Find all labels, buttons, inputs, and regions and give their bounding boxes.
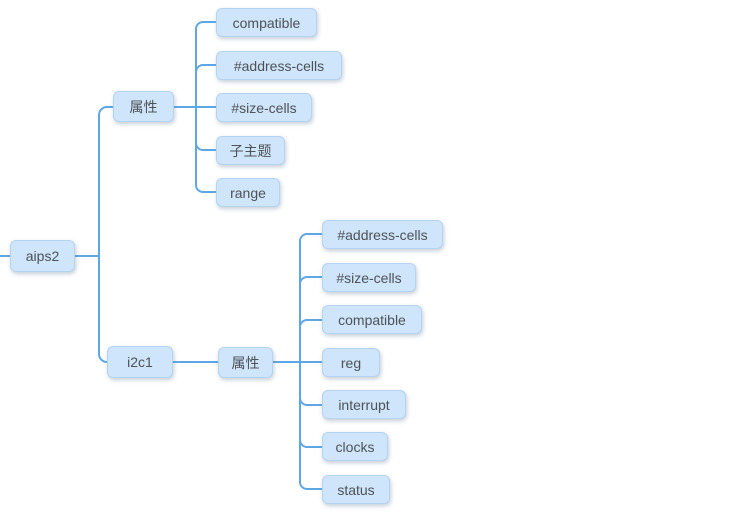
node-status[interactable]: status xyxy=(322,475,390,504)
connector-branch-clocks xyxy=(299,439,324,448)
node-attributes-top[interactable]: 属性 xyxy=(113,91,174,122)
connector-branch-size-cells-right xyxy=(299,276,324,285)
node-compatible-right[interactable]: compatible xyxy=(322,305,422,334)
node-aips2[interactable]: aips2 xyxy=(10,240,75,272)
connector-right-trunk xyxy=(299,233,324,490)
node-i2c1[interactable]: i2c1 xyxy=(107,346,173,378)
node-compatible-top[interactable]: compatible xyxy=(216,8,317,37)
node-range[interactable]: range xyxy=(216,178,280,207)
node-interrupt[interactable]: interrupt xyxy=(322,390,406,419)
connector-top-trunk xyxy=(195,21,218,193)
node-reg[interactable]: reg xyxy=(322,348,380,377)
connector-branch-address-cells-top xyxy=(195,64,218,73)
connector-branch-interrupt xyxy=(299,397,324,406)
node-size-cells-right[interactable]: #size-cells xyxy=(322,263,416,292)
node-address-cells-right[interactable]: #address-cells xyxy=(322,220,443,249)
node-size-cells-top[interactable]: #size-cells xyxy=(216,93,312,122)
node-address-cells-top[interactable]: #address-cells xyxy=(216,51,342,80)
node-attributes-bottom[interactable]: 属性 xyxy=(218,347,273,378)
node-subtopic[interactable]: 子主题 xyxy=(216,136,285,165)
connector-left-trunk xyxy=(98,106,115,363)
connector-branch-compatible-right xyxy=(299,319,324,328)
node-clocks[interactable]: clocks xyxy=(322,432,388,461)
connector-branch-subtopic xyxy=(195,142,218,151)
